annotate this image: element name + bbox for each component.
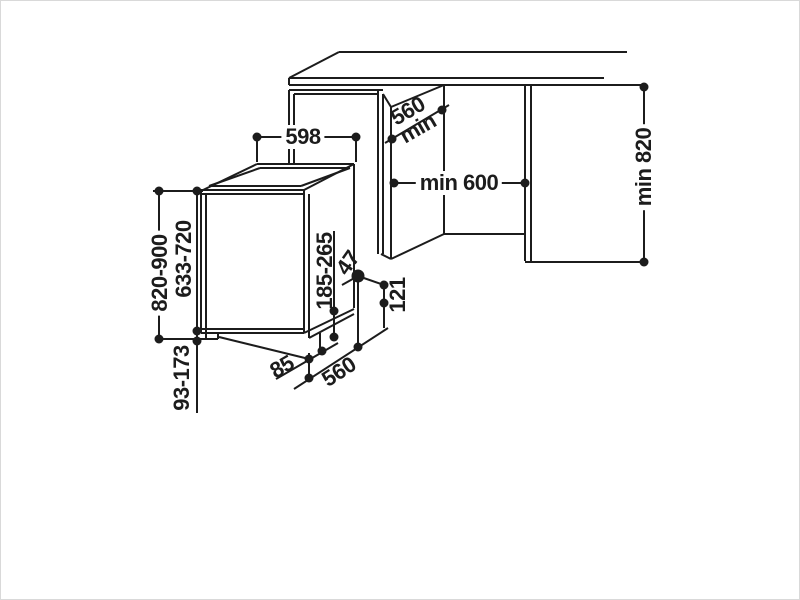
dim-door-fixing-range-label: 185-265 [312, 232, 337, 310]
dim-overall-height-label: 820-900 [147, 230, 172, 316]
dim-worktop-height-label: min 820 [631, 123, 656, 211]
dim-bracket-offset-label: 121 [385, 277, 410, 313]
dim-niche-width-label: min 600 [415, 171, 503, 195]
dim-door-panel-height-label: 633-720 [171, 220, 196, 298]
hinge-pivot-dot [351, 269, 365, 283]
dishwasher-outline [200, 163, 355, 360]
dim-plinth-clearance-label: 93-173 [169, 345, 194, 411]
dimension-lines [153, 87, 645, 413]
dim-appliance-width-label: 598 [281, 125, 325, 149]
worktop-outline [288, 51, 644, 86]
dimension-dots [154, 82, 649, 383]
